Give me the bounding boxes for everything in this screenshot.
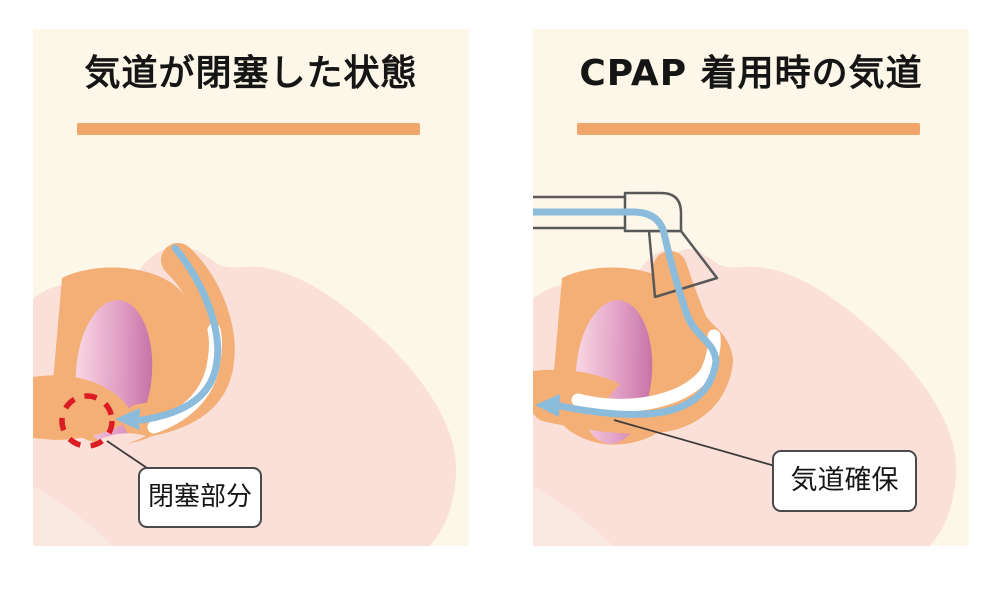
airway-secured-callout: 気道確保 bbox=[772, 450, 917, 512]
blockage-callout: 閉塞部分 bbox=[138, 467, 262, 528]
left-title-underline bbox=[77, 123, 420, 135]
right-title-underline bbox=[577, 123, 920, 135]
left-panel-title: 気道が閉塞した状態 bbox=[84, 53, 418, 94]
right-panel-title: CPAP 着用時の気道 bbox=[579, 53, 923, 94]
